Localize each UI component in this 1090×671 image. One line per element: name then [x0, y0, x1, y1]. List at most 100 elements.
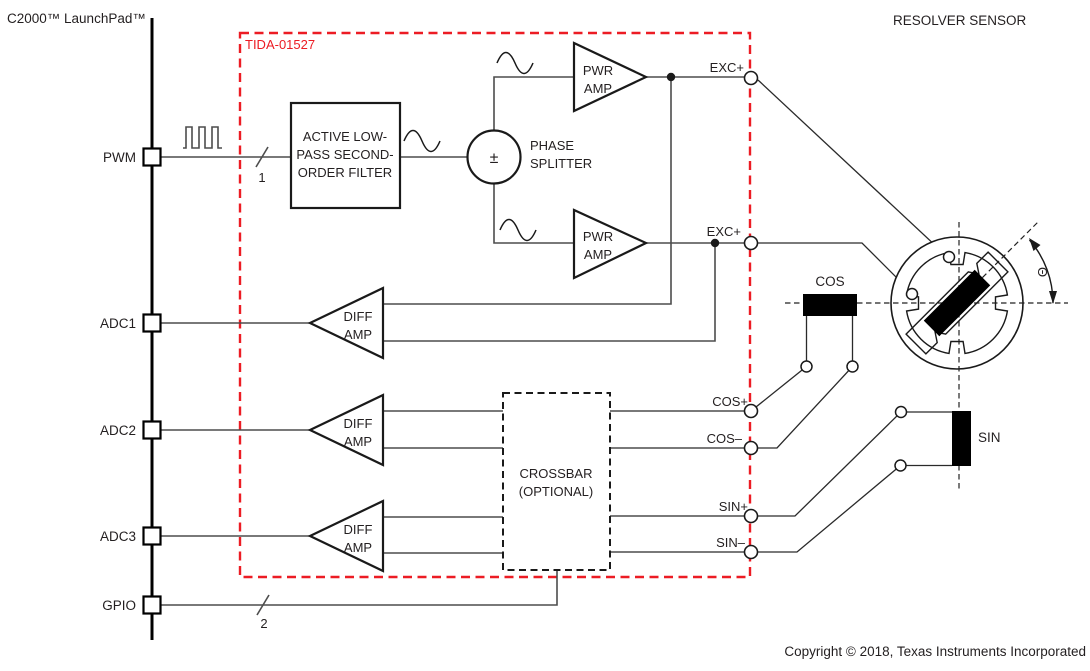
label-cos-plus: COS+ [712, 394, 748, 409]
wire-splitter-bottom [493, 183, 574, 244]
filter-label-line2: PASS SECOND- [296, 147, 393, 162]
pwr-amp-bottom-triangle [572, 208, 649, 280]
diff-amp-2-label2: AMP [344, 434, 372, 449]
theta-arrowhead-bottom [1049, 291, 1057, 304]
wire-sinplus-to-winding [757, 411, 902, 517]
terminal-circles [800, 250, 956, 472]
phase-splitter: ± PHASE SPLITTER [466, 129, 592, 185]
resolver-sensor-title: RESOLVER SENSOR [893, 13, 1027, 28]
junction-dot-exc-bottom [710, 238, 720, 248]
phase-splitter-label-line2: SPLITTER [530, 156, 592, 171]
wire-diffamp1-out-bottom [383, 243, 716, 342]
diff-amp-2-triangle [307, 393, 385, 467]
port-circles [743, 70, 759, 560]
crossbar-box [502, 392, 611, 571]
pwr-amp-top-label1: PWR [583, 63, 613, 78]
pin-label-gpio: GPIO [102, 598, 136, 613]
port-cos-plus [743, 403, 759, 419]
theta-symbol: Θ [1035, 267, 1050, 277]
diff-amp-2-label1: DIFF [344, 416, 373, 431]
pwr-amp-top-triangle [572, 41, 649, 113]
pwm-pulse-icon [183, 126, 222, 149]
rotor-winding-bar [923, 269, 991, 337]
rotor-terminal-2 [905, 287, 919, 301]
rotor [905, 251, 1009, 355]
filter-label-line1: ACTIVE LOW- [303, 129, 387, 144]
port-exc-bottom [743, 235, 759, 251]
sin-terminal-bottom [894, 459, 907, 472]
wire-sinminus-to-winding [757, 465, 901, 553]
plus-minus-symbol: ± [490, 150, 499, 167]
rotor-terminal-1 [942, 250, 956, 264]
stator-shape [905, 251, 1009, 355]
cos-winding-label: COS [815, 274, 844, 289]
label-sin-minus: SIN– [716, 535, 746, 550]
pin-square-adc3 [142, 526, 162, 546]
pin-square-adc1 [142, 313, 162, 333]
pwr-amp-bottom-label1: PWR [583, 229, 613, 244]
port-cos-minus [743, 440, 759, 456]
diff-amp-1: DIFF AMP [307, 286, 385, 360]
sine-wave-icon-top [496, 51, 534, 75]
tida-boundary [238, 31, 752, 579]
crossbar-label-line2: (OPTIONAL) [519, 484, 593, 499]
pwr-amp-bottom: PWR AMP [572, 208, 649, 280]
pin-label-pwm: PWM [103, 150, 136, 165]
launchpad-pins: PWM ADC1 ADC2 ADC3 GPIO [100, 147, 162, 615]
port-sin-plus [743, 508, 759, 524]
diff-amp-1-label2: AMP [344, 327, 372, 342]
sine-wave-icon-bottom [499, 218, 537, 242]
filter-box [289, 101, 402, 210]
label-exc-top: EXC+ [710, 60, 744, 75]
bus-width-pwm: 1 [258, 170, 265, 185]
pin-square-gpio [142, 595, 162, 615]
wire-splitter-top [493, 76, 574, 131]
pin-label-adc3: ADC3 [100, 529, 136, 544]
bus-width-gpio: 2 [260, 616, 267, 631]
phase-splitter-circle [466, 129, 522, 185]
sine-wave-icon-filter [403, 129, 441, 153]
port-sin-minus [743, 544, 759, 560]
pwr-amp-bottom-label2: AMP [584, 247, 612, 262]
filter-label-line3: ORDER FILTER [298, 165, 392, 180]
cos-terminal-right [846, 360, 859, 373]
sin-terminal-top [894, 405, 908, 419]
label-sin-plus: SIN+ [719, 499, 748, 514]
diff-amp-3-triangle [307, 499, 385, 573]
phase-splitter-label-line1: PHASE [530, 138, 574, 153]
pwr-amp-top-label2: AMP [584, 81, 612, 96]
diff-amp-2: DIFF AMP [307, 393, 385, 467]
pin-square-pwm [142, 147, 162, 167]
cos-terminal-left [800, 360, 813, 373]
pwr-amp-top: PWR AMP [572, 41, 649, 113]
bus-slash-pwm [255, 146, 269, 168]
pin-label-adc2: ADC2 [100, 423, 136, 438]
tida-label: TIDA-01527 [245, 37, 315, 52]
label-exc-bottom: EXC+ [707, 224, 741, 239]
diff-amp-3: DIFF AMP [307, 499, 385, 573]
crossbar-block: CROSSBAR (OPTIONAL) [502, 392, 611, 571]
label-cos-minus: COS– [707, 431, 743, 446]
bus-slash-gpio [256, 594, 270, 616]
pin-label-adc1: ADC1 [100, 316, 136, 331]
launchpad-title: C2000™ LaunchPad™ [7, 11, 146, 26]
wire-cosplus-to-winding [750, 365, 807, 412]
sin-winding [952, 411, 971, 466]
sin-winding-label: SIN [978, 430, 1001, 445]
diff-amp-3-label1: DIFF [344, 522, 373, 537]
cos-winding [803, 294, 857, 316]
diff-amp-1-triangle [307, 286, 385, 360]
filter-block: ACTIVE LOW- PASS SECOND- ORDER FILTER [289, 101, 402, 210]
copyright-text: Copyright © 2018, Texas Instruments Inco… [784, 644, 1086, 659]
wires [161, 76, 745, 606]
diff-amp-3-label2: AMP [344, 540, 372, 555]
junction-dot-exc-top [666, 72, 676, 82]
theta-arrowhead-top [1029, 238, 1041, 251]
port-exc-top [743, 70, 759, 86]
diff-amp-1-label1: DIFF [344, 309, 373, 324]
pin-square-adc2 [142, 420, 162, 440]
crossbar-label-line1: CROSSBAR [520, 466, 593, 481]
wire-gpio [161, 570, 558, 606]
